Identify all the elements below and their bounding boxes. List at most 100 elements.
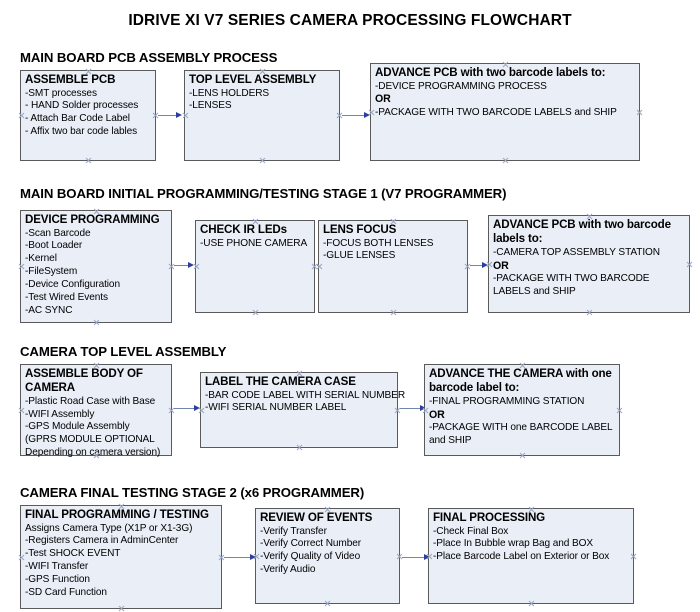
node-device-programming[interactable]: DEVICE PROGRAMMING -Scan Barcode -Boot L… xyxy=(20,210,172,323)
node-line: -LENS HOLDERS xyxy=(189,87,270,99)
resize-handle-right[interactable] xyxy=(636,109,643,116)
node-label-the-camera-case[interactable]: LABEL THE CAMERA CASE -BAR CODE LABEL WI… xyxy=(198,372,406,451)
node-top-level-assembly[interactable]: TOP LEVEL ASSEMBLY -LENS HOLDERS -LENSES xyxy=(184,70,340,161)
resize-handle-left[interactable] xyxy=(18,554,25,561)
connector-assemble-body-to-label-camera-case xyxy=(172,404,202,413)
resize-handle-bottom[interactable] xyxy=(85,157,92,164)
resize-handle-left[interactable] xyxy=(316,263,323,270)
node-line: -Place In Bubble wrap Bag and BOX xyxy=(433,538,593,550)
resize-handle-bottom[interactable] xyxy=(528,600,535,607)
resize-handle-bottom[interactable] xyxy=(252,309,259,316)
resize-handle-left[interactable] xyxy=(253,553,260,560)
resize-handle-left[interactable] xyxy=(182,112,189,119)
node-line: Assigns Camera Type (X1P or X1-3G) xyxy=(25,522,193,534)
node-line: -LENSES xyxy=(189,100,232,112)
node-line: -Kernel xyxy=(25,253,57,265)
node-title: LENS FOCUS xyxy=(323,223,397,236)
node-line: -Test Wired Events xyxy=(25,291,108,303)
resize-handle-right[interactable] xyxy=(630,553,637,560)
resize-handle-right[interactable] xyxy=(168,263,175,270)
node-line: -Plastic Road Case with Base xyxy=(25,395,156,407)
resize-handle-bottom[interactable] xyxy=(118,605,125,612)
resize-handle-bottom[interactable] xyxy=(390,309,397,316)
resize-handle-left[interactable] xyxy=(422,407,429,414)
node-check-ir-leds[interactable]: CHECK IR LEDs -USE PHONE CAMERA xyxy=(195,220,315,313)
node-line: OR xyxy=(493,259,509,272)
node-line: - Attach Bar Code Label xyxy=(25,113,130,125)
node-line: -BAR CODE LABEL WITH SERIAL NUMBER xyxy=(205,389,406,401)
resize-handle-right[interactable] xyxy=(218,554,225,561)
node-title: FINAL PROGRAMMING / TESTING xyxy=(25,508,209,521)
resize-handle-right[interactable] xyxy=(336,112,343,119)
section-title-main-board-pcb-assembly: MAIN BOARD PCB ASSEMBLY PROCESS xyxy=(20,50,278,65)
resize-handle-bottom[interactable] xyxy=(259,157,266,164)
node-title: LABEL THE CAMERA CASE xyxy=(205,375,356,388)
resize-handle-left[interactable] xyxy=(486,261,493,268)
node-line: -WIFI Transfer xyxy=(25,561,89,573)
page-title: IDRIVE XI V7 SERIES CAMERA PROCESSING FL… xyxy=(128,12,572,29)
node-title: REVIEW OF EVENTS xyxy=(260,511,373,524)
node-line: -Boot Loader xyxy=(25,240,83,252)
node-line: -Verify Transfer xyxy=(260,525,327,537)
resize-handle-bottom[interactable] xyxy=(93,319,100,326)
node-title: ADVANCE PCB with two barcode labels to: xyxy=(493,218,671,246)
node-line: -Verify Audio xyxy=(260,564,316,576)
node-title: FINAL PROCESSING xyxy=(433,511,546,524)
resize-handle-bottom[interactable] xyxy=(519,452,526,459)
node-line: -GPS Module Assembly xyxy=(25,421,130,433)
resize-handle-left[interactable] xyxy=(198,407,205,414)
resize-handle-right[interactable] xyxy=(168,407,175,414)
resize-handle-left[interactable] xyxy=(18,407,25,414)
resize-handle-bottom[interactable] xyxy=(324,600,331,607)
resize-handle-left[interactable] xyxy=(368,109,375,116)
node-advance-pcb-two-barcode-labels[interactable]: ADVANCE PCB with two barcode labels to: … xyxy=(370,63,640,161)
node-line: -Place Barcode Label on Exterior or Box xyxy=(433,551,610,563)
resize-handle-right[interactable] xyxy=(396,553,403,560)
node-line: -FINAL PROGRAMMING STATION xyxy=(429,395,585,407)
resize-handle-right[interactable] xyxy=(464,263,471,270)
node-lens-focus[interactable]: LENS FOCUS -FOCUS BOTH LENSES -GLUE LENS… xyxy=(318,220,468,313)
connector-top-level-assembly-to-advance-pcb xyxy=(340,111,372,120)
node-line: - HAND Solder processes xyxy=(25,100,139,112)
node-line: OR xyxy=(429,408,445,421)
node-line: -SD Card Function xyxy=(25,586,107,598)
resize-handle-bottom[interactable] xyxy=(502,157,509,164)
node-title: ADVANCE THE CAMERA with one barcode labe… xyxy=(429,367,612,395)
node-final-processing[interactable]: FINAL PROCESSING -Check Final Box -Place… xyxy=(428,508,634,604)
node-line: -SMT processes xyxy=(25,87,97,99)
node-line: -PACKAGE WITH one BARCODE LABEL and SHIP xyxy=(429,422,613,446)
node-line: -GLUE LENSES xyxy=(323,250,396,262)
node-final-programming-testing[interactable]: FINAL PROGRAMMING / TESTING Assigns Came… xyxy=(20,505,222,609)
node-assemble-pcb[interactable]: ASSEMBLE PCB -SMT processes - HAND Solde… xyxy=(20,70,156,161)
connector-assemble-pcb-to-top-level-assembly xyxy=(156,111,184,120)
resize-handle-left[interactable] xyxy=(193,263,200,270)
node-review-of-events[interactable]: REVIEW OF EVENTS -Verify Transfer -Verif… xyxy=(255,508,400,604)
node-line: -WIFI Assembly xyxy=(25,408,95,420)
node-line: -Test SHOCK EVENT xyxy=(25,548,121,560)
node-title: CHECK IR LEDs xyxy=(200,223,287,236)
resize-handle-left[interactable] xyxy=(426,553,433,560)
node-line: -FOCUS BOTH LENSES xyxy=(323,237,434,249)
node-title: ASSEMBLE PCB xyxy=(25,73,116,86)
resize-handle-left[interactable] xyxy=(18,263,25,270)
resize-handle-left[interactable] xyxy=(18,112,25,119)
section-title-main-board-initial-programming: MAIN BOARD INITIAL PROGRAMMING/TESTING S… xyxy=(20,186,507,201)
section-title-camera-final-testing-stage-2: CAMERA FINAL TESTING STAGE 2 (x6 PROGRAM… xyxy=(20,485,365,500)
node-assemble-body-of-camera[interactable]: ASSEMBLE BODY OF CAMERA -Plastic Road Ca… xyxy=(18,364,175,458)
resize-handle-right[interactable] xyxy=(394,407,401,414)
node-title: ADVANCE PCB with two barcode labels to: xyxy=(375,66,606,79)
resize-handle-right[interactable] xyxy=(152,112,159,119)
resize-handle-bottom[interactable] xyxy=(296,444,303,451)
node-line: - Affix two bar code lables xyxy=(25,126,138,138)
node-advance-pcb-camera-top-assembly[interactable]: ADVANCE PCB with two barcode labels to: … xyxy=(488,215,690,313)
node-line: -Device Configuration xyxy=(25,278,120,290)
node-line: -WIFI SERIAL NUMBER LABEL xyxy=(205,402,347,414)
resize-handle-right[interactable] xyxy=(311,263,318,270)
node-advance-the-camera-one-barcode-label[interactable]: ADVANCE THE CAMERA with one barcode labe… xyxy=(424,364,620,456)
resize-handle-bottom[interactable] xyxy=(586,309,593,316)
node-line: -PACKAGE WITH TWO BARCODE LABELS and SHI… xyxy=(375,106,617,118)
section-title-camera-top-level-assembly: CAMERA TOP LEVEL ASSEMBLY xyxy=(20,344,227,359)
resize-handle-right[interactable] xyxy=(686,261,693,268)
node-line: -DEVICE PROGRAMMING PROCESS xyxy=(375,80,547,92)
resize-handle-right[interactable] xyxy=(616,407,623,414)
